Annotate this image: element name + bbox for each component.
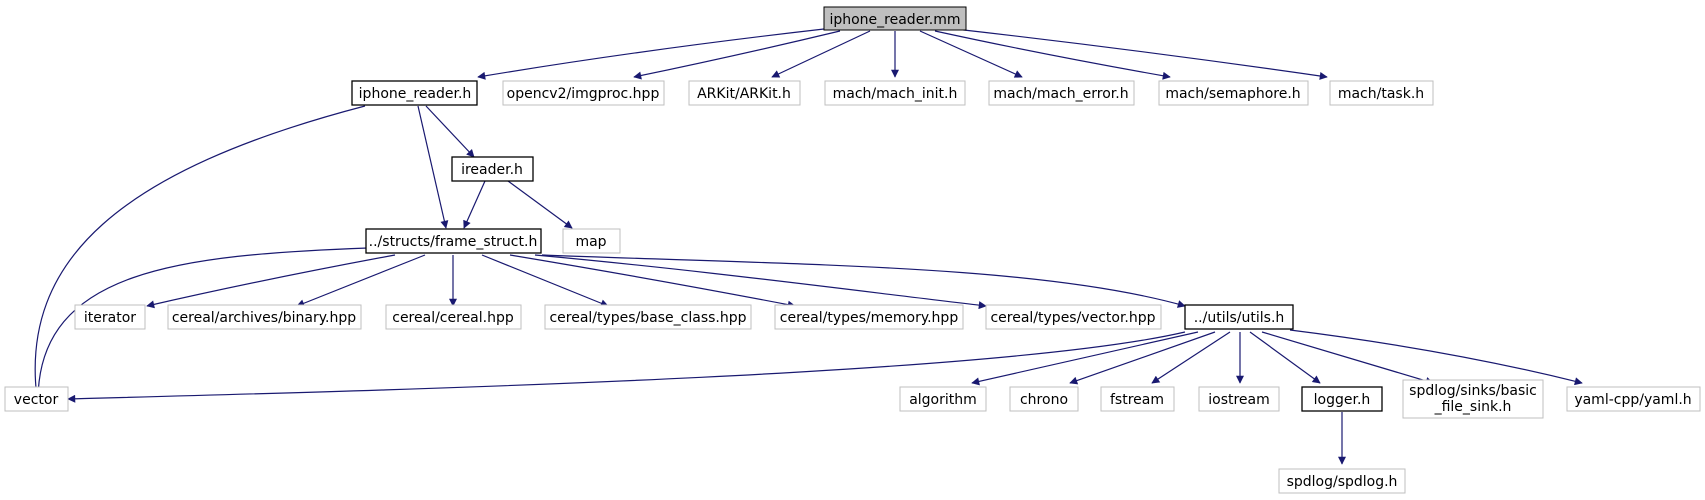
node-label: vector	[14, 392, 59, 408]
node-opencv2-imgproc: opencv2/imgproc.hpp	[502, 80, 665, 106]
node-label: mach/semaphore.h	[1165, 86, 1300, 102]
node-label: fstream	[1110, 392, 1164, 408]
node-label: ../structs/frame_struct.h	[369, 234, 538, 250]
node-label: ARKit/ARKit.h	[697, 86, 791, 102]
node-vector: vector	[4, 386, 69, 412]
node-label: logger.h	[1314, 392, 1371, 408]
edge-utils-to-spdlog-sink	[1261, 331, 1434, 385]
edge-utils-to-vector	[67, 331, 1186, 403]
node-label: map	[575, 234, 606, 250]
node-label: cereal/archives/binary.hpp	[172, 310, 356, 326]
edge-mm-to-opencv	[633, 30, 841, 80]
node-cereal-memory: cereal/types/memory.hpp	[774, 304, 964, 330]
node-label: cereal/types/memory.hpp	[780, 310, 959, 326]
node-mach-error: mach/mach_error.h	[988, 80, 1135, 106]
node-yaml-cpp: yaml-cpp/yaml.h	[1566, 386, 1701, 412]
edge-frame-struct-to-cereal-binary	[296, 254, 426, 308]
node-label: iphone_reader.mm	[829, 12, 960, 28]
edge-frame-struct-to-vector	[34, 247, 369, 399]
node-utils-h[interactable]: ../utils/utils.h	[1184, 304, 1294, 330]
edge-frame-struct-to-cereal-memory	[509, 254, 796, 309]
node-cereal-binary: cereal/archives/binary.hpp	[167, 304, 362, 330]
node-iphone-reader-h[interactable]: iphone_reader.h	[351, 80, 478, 106]
node-label: ireader.h	[461, 162, 523, 178]
edge-utils-to-algorithm	[971, 331, 1199, 386]
node-mach-task: mach/task.h	[1329, 80, 1434, 106]
node-mach-init: mach/mach_init.h	[824, 80, 966, 106]
node-label: spdlog/spdlog.h	[1287, 474, 1398, 490]
edge-mm-to-mach-task	[954, 28, 1328, 80]
node-label: cereal/cereal.hpp	[392, 310, 514, 326]
edge-mm-to-arkit	[771, 30, 871, 78]
edge-utils-to-chrono	[1069, 331, 1216, 385]
node-label: iphone_reader.h	[359, 86, 472, 102]
edge-utils-to-fstream	[1151, 331, 1231, 384]
node-label-line1: spdlog/sinks/basic	[1409, 383, 1537, 399]
node-label: yaml-cpp/yaml.h	[1574, 392, 1691, 408]
node-arkit: ARKit/ARKit.h	[688, 80, 801, 106]
node-algorithm: algorithm	[899, 386, 987, 412]
node-iterator: iterator	[74, 304, 146, 330]
node-label: mach/mach_init.h	[833, 86, 958, 102]
node-iphone-reader-mm: iphone_reader.mm	[823, 6, 967, 31]
edge-mm-to-mach-error	[919, 30, 1023, 78]
edge-mm-to-mach-semaphore	[934, 30, 1171, 80]
edge-iphone-reader-h-to-vector	[32, 105, 366, 399]
node-spdlog-basic-file-sink: spdlog/sinks/basic _file_sink.h	[1402, 379, 1544, 419]
node-mach-semaphore: mach/semaphore.h	[1158, 80, 1309, 106]
edge-ireader-to-map	[507, 180, 573, 229]
edge-utils-to-logger	[1249, 331, 1321, 384]
node-spdlog: spdlog/spdlog.h	[1278, 468, 1406, 494]
edge-frame-struct-to-utils	[541, 254, 1186, 308]
node-iostream: iostream	[1198, 386, 1280, 412]
node-label: iostream	[1208, 392, 1270, 408]
node-label: iterator	[84, 310, 136, 326]
edge-frame-struct-to-cereal-vector	[534, 254, 987, 310]
node-fstream: fstream	[1100, 386, 1175, 412]
node-chrono: chrono	[1009, 386, 1079, 412]
node-label: cereal/types/base_class.hpp	[549, 310, 746, 326]
edge-iphone-reader-h-to-ireader	[425, 105, 475, 158]
node-map: map	[562, 228, 621, 254]
edge-utils-to-yaml	[1289, 329, 1583, 386]
edge-ireader-to-frame-struct	[463, 180, 486, 229]
node-frame-struct[interactable]: ../structs/frame_struct.h	[365, 228, 542, 254]
node-label: algorithm	[909, 392, 977, 408]
edge-iphone-reader-h-to-frame-struct	[417, 105, 449, 229]
node-label: mach/task.h	[1338, 86, 1424, 102]
node-ireader-h[interactable]: ireader.h	[451, 156, 534, 182]
node-label: mach/mach_error.h	[993, 86, 1128, 102]
edge-mm-to-iphone-reader-h	[477, 28, 825, 80]
node-label-line2: _file_sink.h	[1434, 399, 1512, 415]
node-label: ../utils/utils.h	[1194, 310, 1285, 326]
node-label: opencv2/imgproc.hpp	[507, 86, 660, 102]
node-label: chrono	[1020, 392, 1068, 408]
edge-frame-struct-to-iterator	[146, 254, 396, 309]
edge-frame-struct-to-cereal-base-class	[481, 254, 609, 308]
node-cereal-vector: cereal/types/vector.hpp	[985, 304, 1162, 330]
node-cereal-cereal: cereal/cereal.hpp	[385, 304, 522, 330]
node-logger-h[interactable]: logger.h	[1301, 386, 1383, 412]
node-cereal-base-class: cereal/types/base_class.hpp	[544, 304, 752, 330]
node-label: cereal/types/vector.hpp	[990, 310, 1155, 326]
